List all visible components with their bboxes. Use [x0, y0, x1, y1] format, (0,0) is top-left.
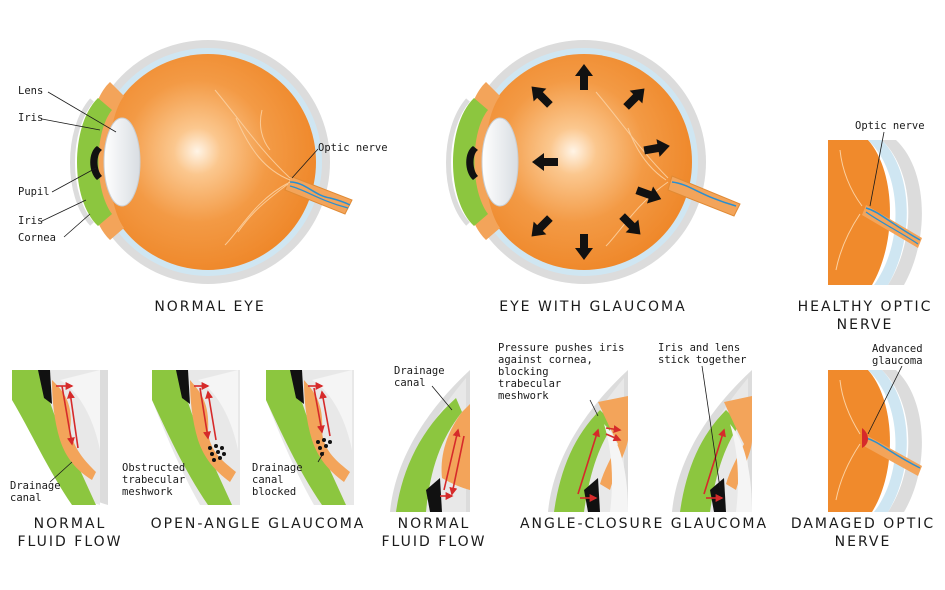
healthy-optic-nerve-illustration: [828, 132, 922, 285]
label-lens: Lens: [18, 85, 43, 97]
normal-fluid-flow-2-illustration: [390, 370, 470, 512]
normal-eye-lens: [104, 118, 140, 206]
caption-open-angle-glaucoma: OPEN-ANGLE GLAUCOMA: [142, 515, 374, 533]
caption-angle-closure-glaucoma: ANGLE-CLOSURE GLAUCOMA: [512, 515, 776, 533]
label-healthy-optic-nerve: Optic nerve: [855, 120, 925, 132]
label-cornea: Cornea: [18, 232, 56, 244]
damaged-optic-nerve-illustration: [828, 366, 922, 512]
glaucoma-eye-illustration: [449, 40, 741, 284]
label-optic-nerve: Optic nerve: [318, 142, 388, 154]
caption-normal-eye: NORMAL EYE: [120, 298, 300, 316]
label-iris-top: Iris: [18, 112, 43, 124]
caption-eye-with-glaucoma: EYE WITH GLAUCOMA: [478, 298, 708, 316]
label-iris-bottom: Iris: [18, 215, 43, 227]
normal-eye-illustration: [42, 40, 352, 284]
label-pupil: Pupil: [18, 186, 50, 198]
